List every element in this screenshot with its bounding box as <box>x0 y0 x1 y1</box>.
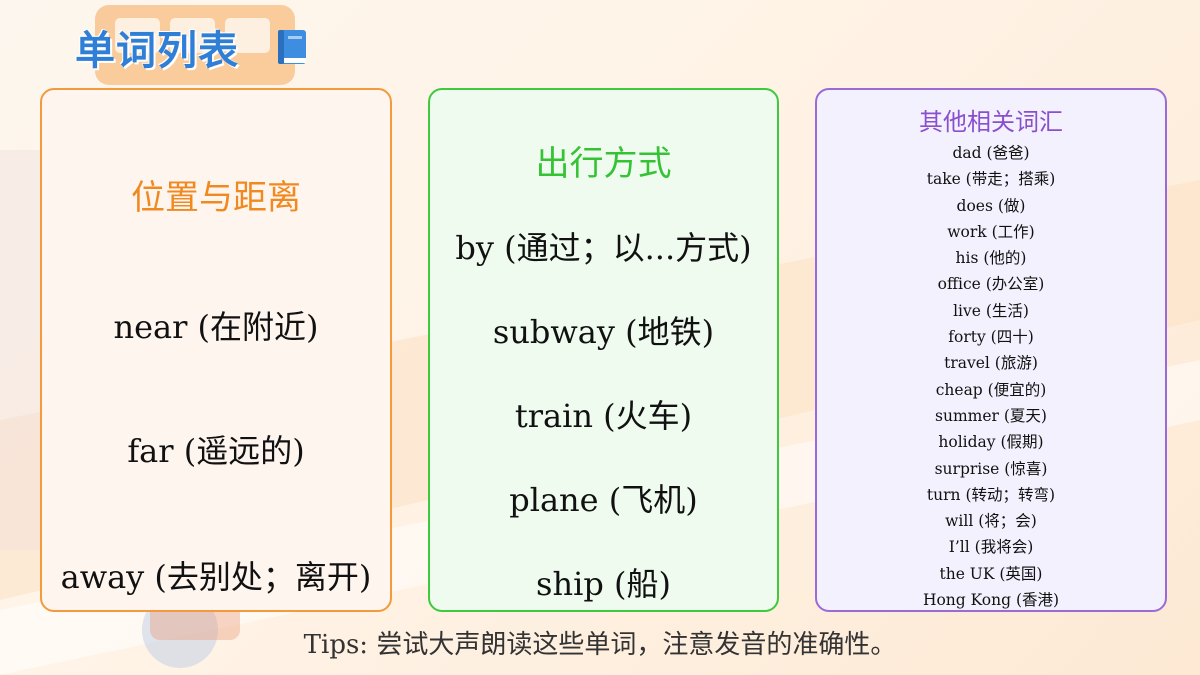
list-item: travel (旅游) <box>944 354 1038 373</box>
other-words-card-title: 其他相关词汇 <box>919 108 1063 136</box>
transport-card: 出行方式 by (通过；以...方式) subway (地铁) train (火… <box>428 88 779 612</box>
word-item: by (通过；以...方式) <box>455 229 752 267</box>
list-item: I’ll (我将会) <box>948 538 1034 557</box>
list-item: cheap (便宜的) <box>935 380 1047 399</box>
location-card: 位置与距离 near (在附近) far (遥远的) away (去别处；离开) <box>40 88 392 612</box>
word-item: away (去别处；离开) <box>60 558 372 596</box>
list-item: the UK (英国) <box>939 564 1043 583</box>
transport-card-title: 出行方式 <box>535 144 672 184</box>
word-item: near (在附近) <box>113 308 319 346</box>
tips-text: Tips: 尝试大声朗读这些单词，注意发音的准确性。 <box>303 630 897 660</box>
word-item: subway (地铁) <box>492 313 715 351</box>
list-item: turn (转动；转弯) <box>926 485 1056 504</box>
list-item: dad (爸爸) <box>952 144 1030 162</box>
location-card-title: 位置与距离 <box>131 178 301 218</box>
other-words-card: 其他相关词汇 dad (爸爸) take (带走；搭乘) does (做) wo… <box>815 88 1167 612</box>
word-item: train (火车) <box>514 397 693 435</box>
book-icon <box>278 30 306 64</box>
list-item: work (工作) <box>947 222 1035 241</box>
list-item: office (办公室) <box>937 275 1045 294</box>
list-item: forty (四十) <box>948 328 1034 347</box>
list-item: his (他的) <box>955 249 1027 268</box>
page-header: 单词列表 <box>75 18 309 76</box>
word-item: far (遥远的) <box>127 432 305 470</box>
list-item: surprise (惊喜) <box>934 459 1048 478</box>
list-item: take (带走；搭乘) <box>926 170 1056 189</box>
list-item: Hong Kong (香港) <box>922 591 1060 610</box>
page-title: 单词列表 <box>75 28 239 74</box>
list-item: summer (夏天) <box>935 406 1047 425</box>
word-item: ship (船) <box>536 565 671 603</box>
list-item: holiday (假期) <box>938 433 1044 452</box>
word-item: plane (飞机) <box>509 481 698 519</box>
other-words-list: dad (爸爸) take (带走；搭乘) does (做) work (工作)… <box>817 140 1165 613</box>
list-item: does (做) <box>956 196 1026 215</box>
list-item: will (将；会) <box>945 512 1037 531</box>
list-item: live (生活) <box>953 301 1029 320</box>
